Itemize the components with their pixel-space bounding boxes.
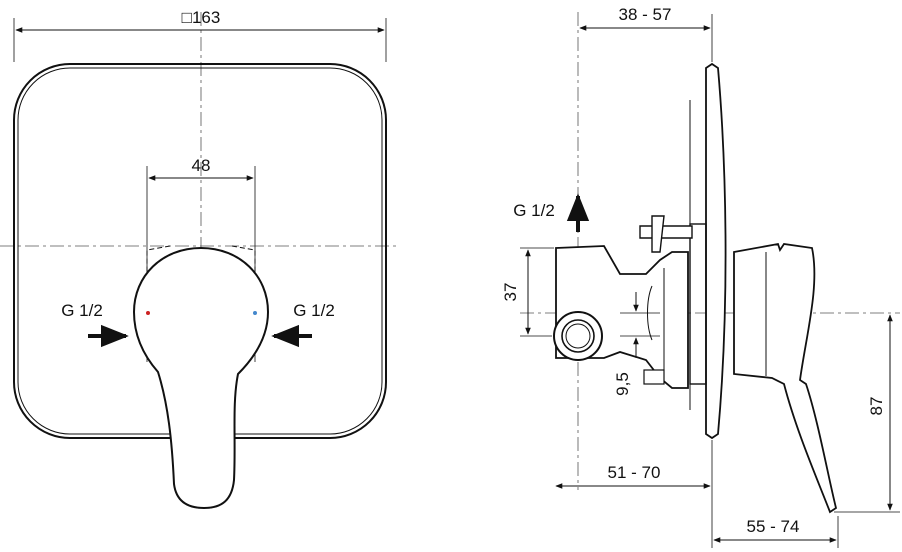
inlet-port-inner xyxy=(561,319,595,353)
height-37-dimension-label: 37 xyxy=(501,283,520,302)
width-dimension-label: □163 xyxy=(182,8,221,27)
handle-height-dimension-label: 87 xyxy=(867,397,886,416)
front-view: □163 48 G 1/2 G 1/2 xyxy=(0,8,398,510)
hot-indicator-dot xyxy=(146,311,150,315)
wall-plate-profile xyxy=(705,62,727,440)
sealing-gasket xyxy=(689,223,707,385)
inlet-right-label: G 1/2 xyxy=(293,301,335,320)
handle-depth-dimension-label: 55 - 74 xyxy=(747,517,800,536)
outlet-label: G 1/2 xyxy=(513,201,555,220)
side-view: G 1/2 38 - 57 37 9,5 87 51 - 70 55 - 74 xyxy=(501,5,900,548)
inlet-left-label: G 1/2 xyxy=(61,301,103,320)
handle-width-dimension-label: 48 xyxy=(192,156,211,175)
body-depth-dimension-label: 51 - 70 xyxy=(608,463,661,482)
lever-handle-side xyxy=(733,242,838,514)
wall-depth-dimension-label: 38 - 57 xyxy=(619,5,672,24)
lever-handle xyxy=(132,246,270,510)
adjustment-screw xyxy=(639,225,693,239)
small-dimension-label: 9,5 xyxy=(613,372,632,396)
cold-indicator-dot xyxy=(253,311,257,315)
